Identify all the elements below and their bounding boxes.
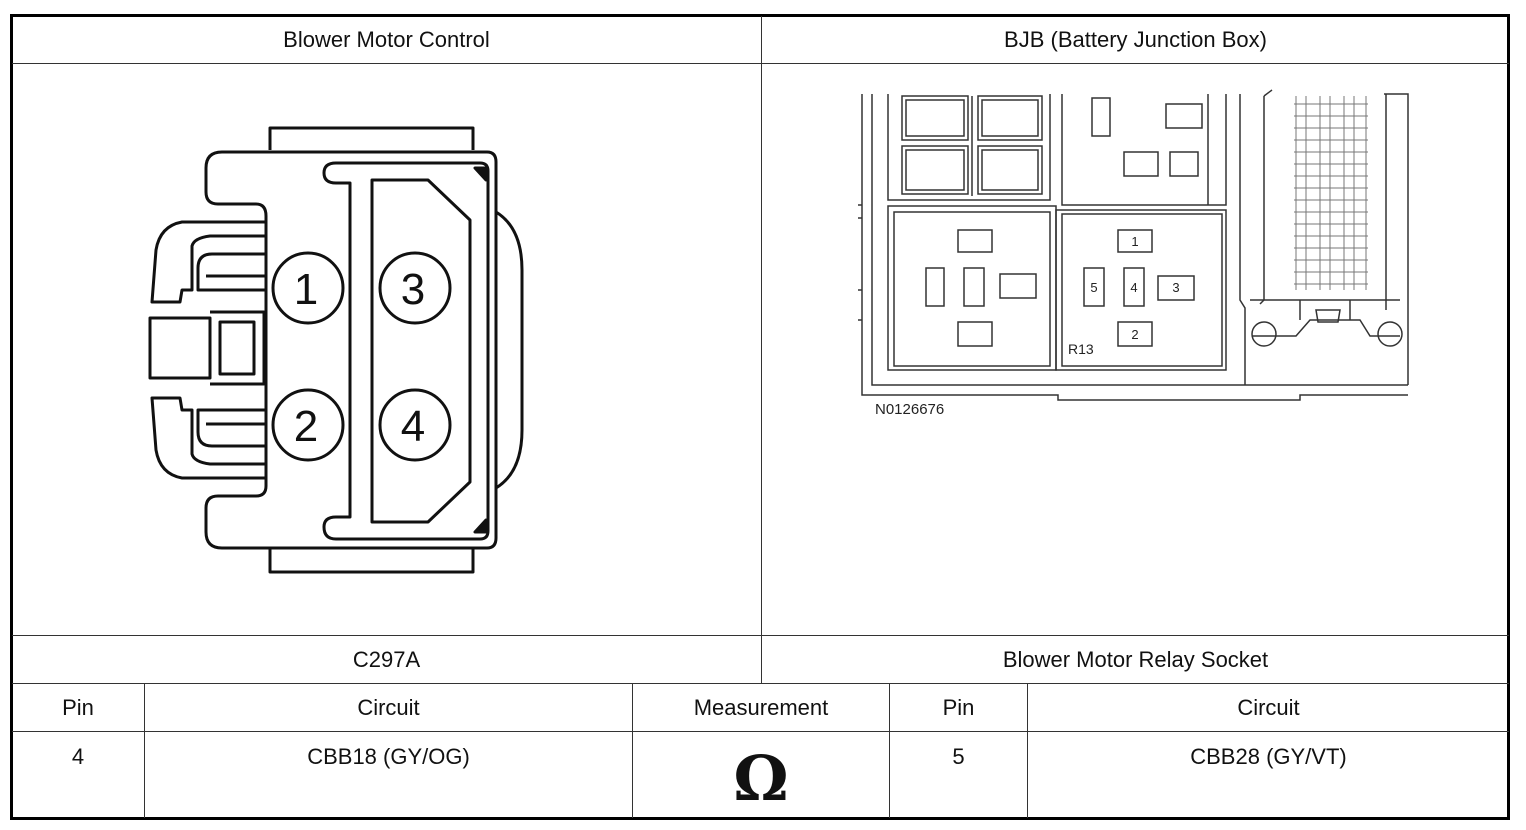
relay-label: R13 [1068,341,1094,357]
pin-label-2: 2 [294,402,318,451]
divider [12,635,1509,636]
header-blower-motor-control: Blower Motor Control [283,26,490,52]
cell-circuit-b: CBB28 (GY/VT) [1190,744,1347,769]
pin-label-4: 4 [401,402,425,451]
header-bjb: BJB (Battery Junction Box) [1004,26,1267,52]
column-header-measurement: Measurement [693,694,829,720]
divider [889,684,890,818]
divider [12,63,1509,64]
cell-measurement-ohm: Ω [733,741,789,815]
column-header-circuit: Circuit [1237,694,1300,720]
pin-circle-4 [378,388,452,462]
cell-pin-a: 4 [71,744,85,769]
pin-label-1: 1 [294,265,318,314]
outer-frame [10,14,1510,820]
column-header-pin: Pin [942,694,975,720]
socket-pin-4: 4 [1130,280,1137,295]
cell-pin-b: 5 [952,744,965,769]
bjb-relay-socket-diagram: 1 5 4 3 2 R13 N0126676 [858,89,1409,418]
pin-circle-3 [378,251,452,325]
connector-name-c297a: C297A [352,646,421,672]
socket-pin-2: 2 [1131,327,1138,342]
figure-id: N0126676 [875,401,944,418]
pin-circle-2 [271,388,345,462]
pin-circle-1 [271,251,345,325]
socket-pin-5: 5 [1090,280,1097,295]
divider [1027,684,1028,818]
divider [632,684,633,818]
divider [12,683,1509,684]
socket-pin-1: 1 [1131,234,1138,249]
divider [12,731,1509,732]
column-header-circuit: Circuit [357,694,420,720]
column-header-pin: Pin [62,694,94,720]
pin-label-3: 3 [401,265,425,314]
socket-pin-3: 3 [1172,280,1179,295]
divider [761,16,762,684]
connector-name-relay-socket: Blower Motor Relay Socket [1002,646,1269,672]
divider [144,684,145,818]
cell-circuit-a: CBB18 (GY/OG) [307,744,470,769]
connector-c297a-diagram: 1 2 3 4 [148,126,524,574]
